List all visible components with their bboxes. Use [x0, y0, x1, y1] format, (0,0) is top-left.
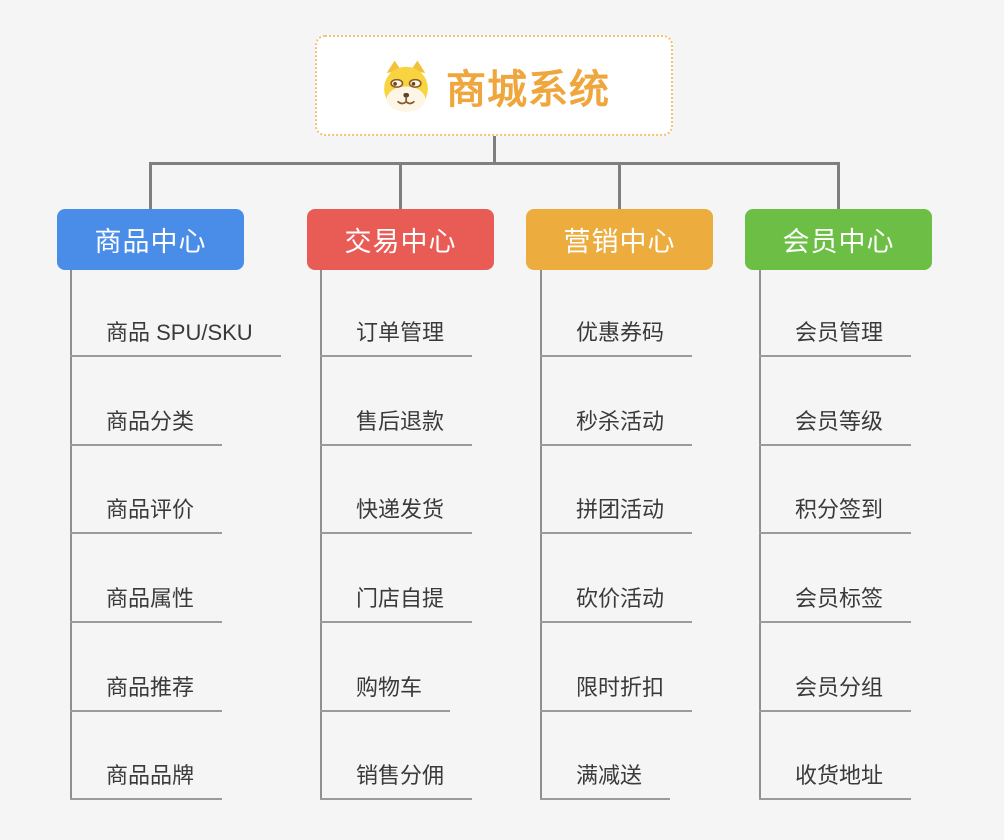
leaf-node[interactable]: 购物车: [320, 668, 451, 712]
leaf-node[interactable]: 快递发货: [320, 490, 473, 534]
leaf-node[interactable]: 积分签到: [759, 490, 912, 534]
branch-node-marketing[interactable]: 营销中心: [526, 209, 713, 270]
leaf-node[interactable]: 会员管理: [759, 313, 912, 357]
branch-drop-line: [837, 162, 840, 210]
leaf-node[interactable]: 售后退款: [320, 402, 473, 446]
leaf-node[interactable]: 优惠券码: [540, 313, 693, 357]
branch-trunk-line: [320, 270, 322, 800]
leaf-node[interactable]: 商品 SPU/SKU: [70, 313, 281, 357]
leaf-node[interactable]: 订单管理: [320, 313, 473, 357]
leaf-node[interactable]: 拼团活动: [540, 490, 693, 534]
root-node[interactable]: 商城系统: [315, 35, 673, 136]
leaf-node[interactable]: 砍价活动: [540, 579, 693, 623]
leaf-node[interactable]: 限时折扣: [540, 668, 693, 712]
leaf-node[interactable]: 商品品牌: [70, 756, 223, 800]
root-stub-line: [493, 134, 496, 164]
leaf-node[interactable]: 会员标签: [759, 579, 912, 623]
branch-node-members[interactable]: 会员中心: [745, 209, 932, 270]
leaf-node[interactable]: 收货地址: [759, 756, 912, 800]
leaf-node[interactable]: 商品推荐: [70, 668, 223, 712]
leaf-node[interactable]: 商品属性: [70, 579, 223, 623]
branch-drop-line: [618, 162, 621, 210]
leaf-node[interactable]: 满减送: [540, 756, 671, 800]
branch-node-trade[interactable]: 交易中心: [307, 209, 494, 270]
leaf-node[interactable]: 销售分佣: [320, 756, 473, 800]
leaf-node[interactable]: 会员等级: [759, 402, 912, 446]
branch-trunk-line: [70, 270, 72, 800]
leaf-node[interactable]: 商品分类: [70, 402, 223, 446]
branch-drop-line: [399, 162, 402, 210]
root-node-label: 商城系统: [446, 67, 610, 112]
leaf-node[interactable]: 商品评价: [70, 490, 223, 534]
leaf-node[interactable]: 会员分组: [759, 668, 912, 712]
connector-bus-line: [149, 162, 840, 165]
leaf-node[interactable]: 门店自提: [320, 579, 473, 623]
doge-face-icon: [384, 60, 428, 112]
branch-trunk-line: [759, 270, 761, 800]
branch-node-products[interactable]: 商品中心: [57, 209, 244, 270]
leaf-node[interactable]: 秒杀活动: [540, 402, 693, 446]
branch-trunk-line: [540, 270, 542, 800]
branch-drop-line: [149, 162, 152, 210]
